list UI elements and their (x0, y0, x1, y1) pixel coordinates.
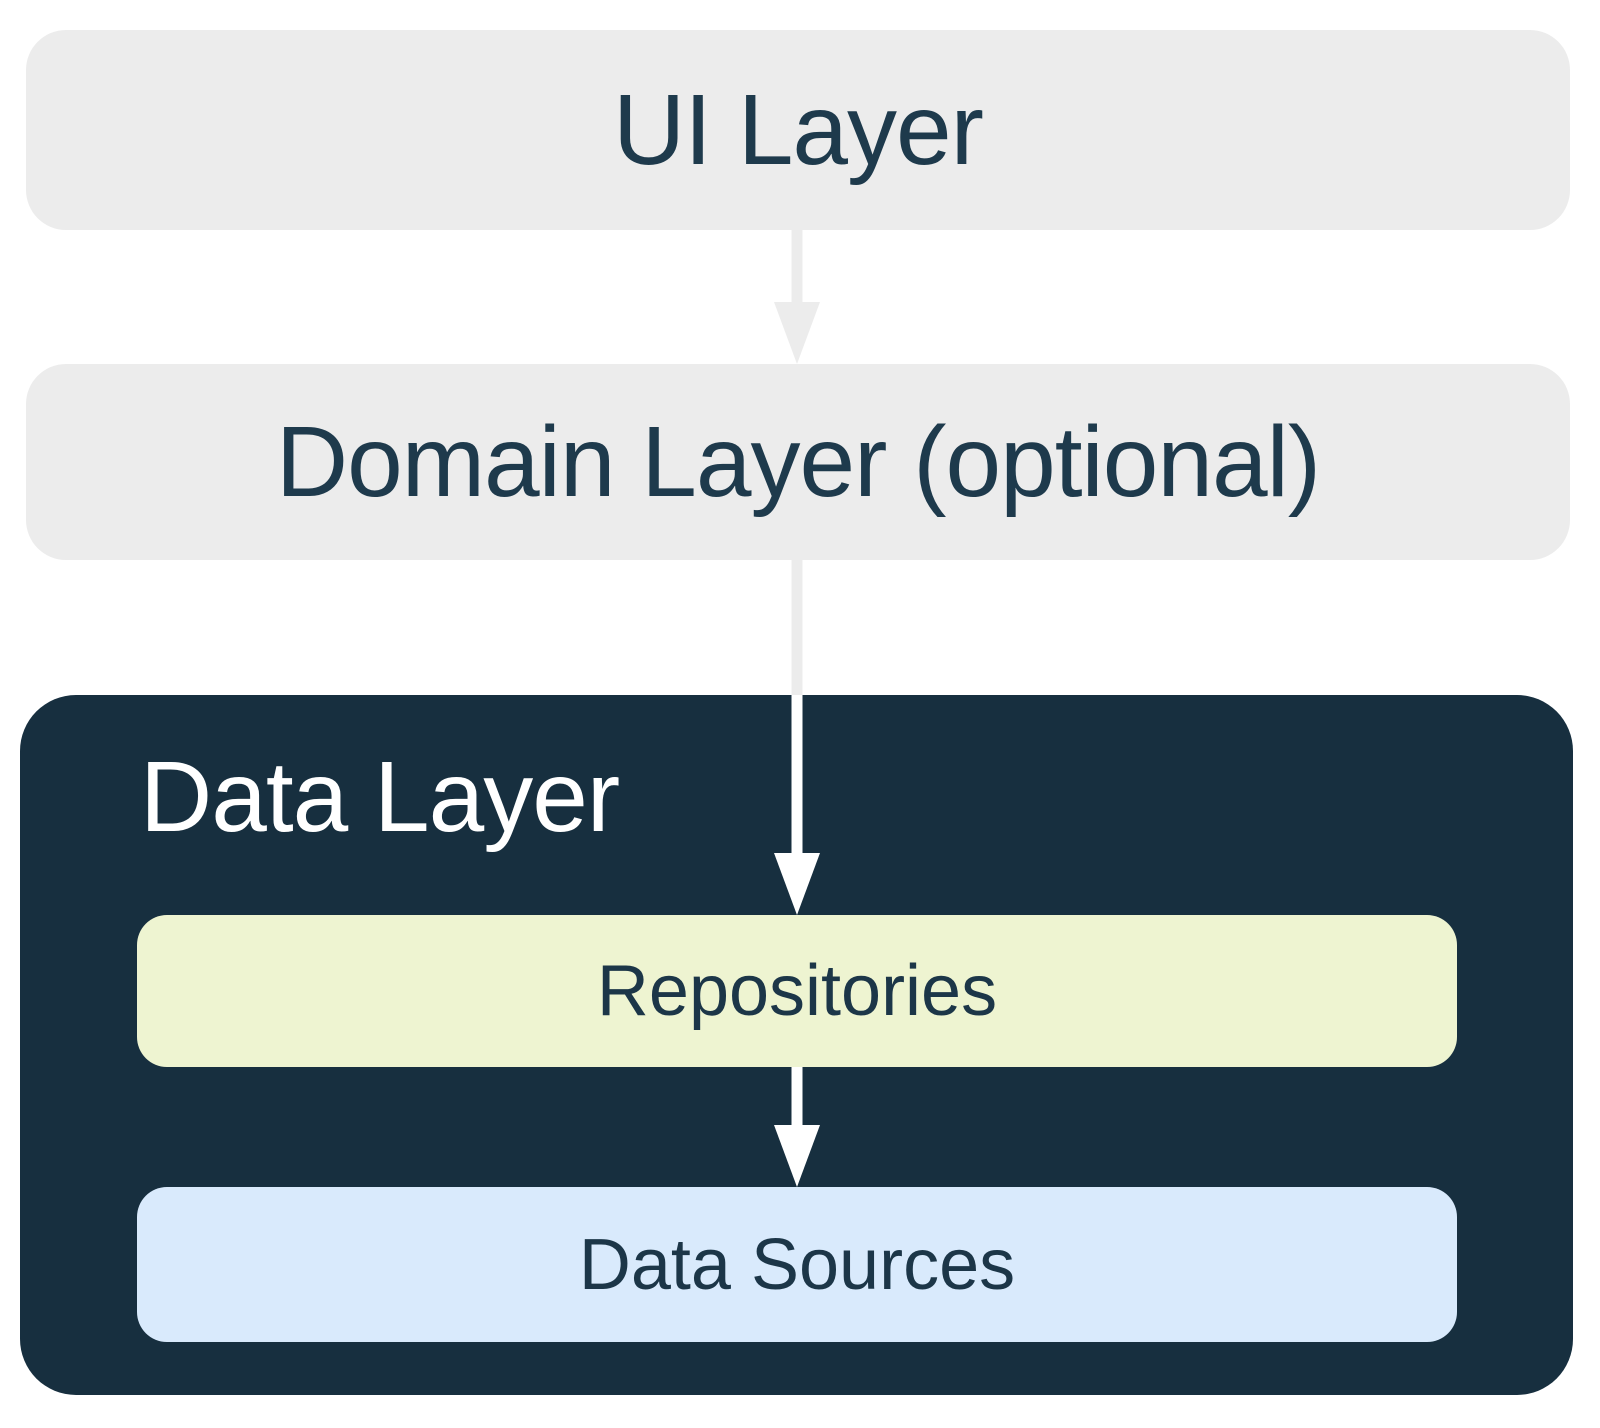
node-repositories-label: Repositories (596, 951, 998, 1031)
node-ui-layer: UI Layer (26, 30, 1570, 230)
node-repositories: Repositories (137, 915, 1457, 1067)
arrow-repositories-to-datasources-icon (774, 1067, 820, 1187)
node-data-sources: Data Sources (137, 1187, 1457, 1342)
node-domain-layer-label: Domain Layer (optional) (275, 405, 1321, 518)
node-ui-layer-label: UI Layer (613, 73, 984, 186)
node-data-layer-label: Data Layer (140, 741, 620, 853)
arrow-domain-to-repositories-icon (774, 560, 820, 915)
node-domain-layer: Domain Layer (optional) (26, 364, 1570, 560)
node-data-sources-label: Data Sources (578, 1224, 1016, 1305)
arrow-ui-to-domain-icon (774, 230, 820, 364)
